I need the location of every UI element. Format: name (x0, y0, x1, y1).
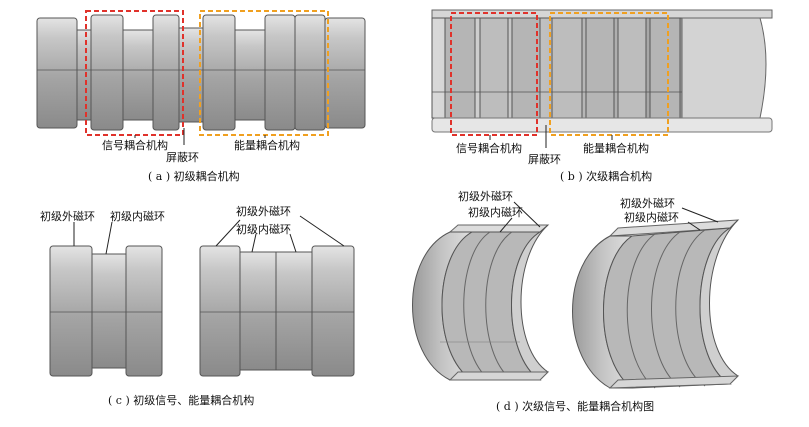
panel-c-caption: ( c ) 初级信号、能量耦合机构 (108, 393, 254, 407)
panel-a-caption: ( a ) 初级耦合机构 (148, 169, 240, 183)
shield-ring-label-b: 屏蔽环 (528, 153, 561, 166)
panel-a-primary-coupling: 信号耦合机构 屏蔽环 能量耦合机构 ( a ) 初级耦合机构 (36, 10, 366, 183)
signal-coupling-label-a: 信号耦合机构 (102, 138, 168, 152)
primary-inner-ring-label-c1: 初级内磁环 (110, 209, 165, 223)
signal-coupling-label-b: 信号耦合机构 (456, 141, 522, 155)
shield-ring-label-a: 屏蔽环 (166, 151, 199, 164)
primary-outer-ring-label-d2: 初级外磁环 (620, 196, 675, 210)
panel-b-secondary-coupling: 信号耦合机构 屏蔽环 能量耦合机构 ( b ) 次级耦合机构 (431, 9, 773, 183)
energy-coupling-box-a (199, 10, 329, 136)
energy-coupling-label-a: 能量耦合机构 (234, 138, 300, 152)
primary-outer-ring-label-d1: 初级外磁环 (458, 189, 513, 203)
primary-outer-ring-label-c1: 初级外磁环 (40, 209, 95, 223)
panel-b-caption: ( b ) 次级耦合机构 (560, 169, 652, 183)
panel-c-primary-signal-energy: 初级外磁环 初级内磁环 初级外磁环 初级内磁环 ( c ) 初级信号、能量耦合机… (40, 204, 355, 407)
panel-d-caption: ( d ) 次级信号、能量耦合机构图 (496, 399, 654, 413)
primary-inner-ring-label-d2: 初级内磁环 (624, 210, 679, 224)
primary-inner-ring-label-c2: 初级内磁环 (236, 222, 291, 236)
primary-inner-ring-label-d1: 初级内磁环 (468, 205, 523, 219)
primary-outer-ring-label-c2: 初级外磁环 (236, 204, 291, 218)
panel-d-secondary-signal-energy: 初级外磁环 初级内磁环 初级外磁环 初级内磁环 ( d ) 次级信号、能量耦合机… (412, 189, 740, 413)
energy-coupling-label-b: 能量耦合机构 (583, 141, 649, 155)
signal-coupling-box-b (450, 12, 538, 136)
energy-coupling-box-b (549, 12, 669, 136)
signal-coupling-box-a (85, 10, 184, 136)
